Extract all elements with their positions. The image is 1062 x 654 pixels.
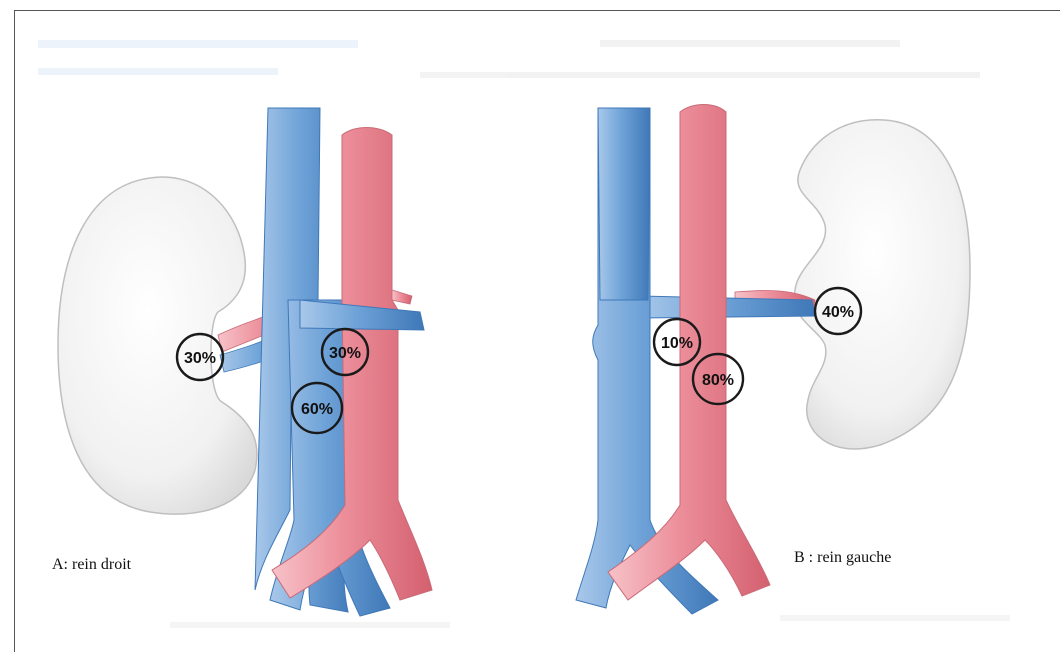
- label-b-vein: 10%: [661, 335, 693, 352]
- panel-b: 40% 10% 80% B : rein gauche: [576, 105, 970, 615]
- caption-b: B : rein gauche: [794, 549, 891, 566]
- label-b-kidney: 40%: [822, 304, 854, 321]
- left-renal-artery-a: [392, 290, 412, 304]
- label-a-vein: 60%: [301, 401, 333, 418]
- left-kidney: [794, 120, 970, 449]
- label-a-artery: 30%: [329, 345, 361, 362]
- caption-a: A: rein droit: [52, 556, 132, 573]
- ivc-upper-b: [598, 108, 650, 300]
- faded-header: [38, 40, 980, 78]
- label-a-kidney: 30%: [184, 350, 216, 367]
- panel-a: 30% 30% 60% A: rein droit: [52, 108, 432, 616]
- faded-footer: [170, 615, 1010, 628]
- renal-vein-b: [640, 296, 815, 318]
- label-b-artery: 80%: [702, 372, 734, 389]
